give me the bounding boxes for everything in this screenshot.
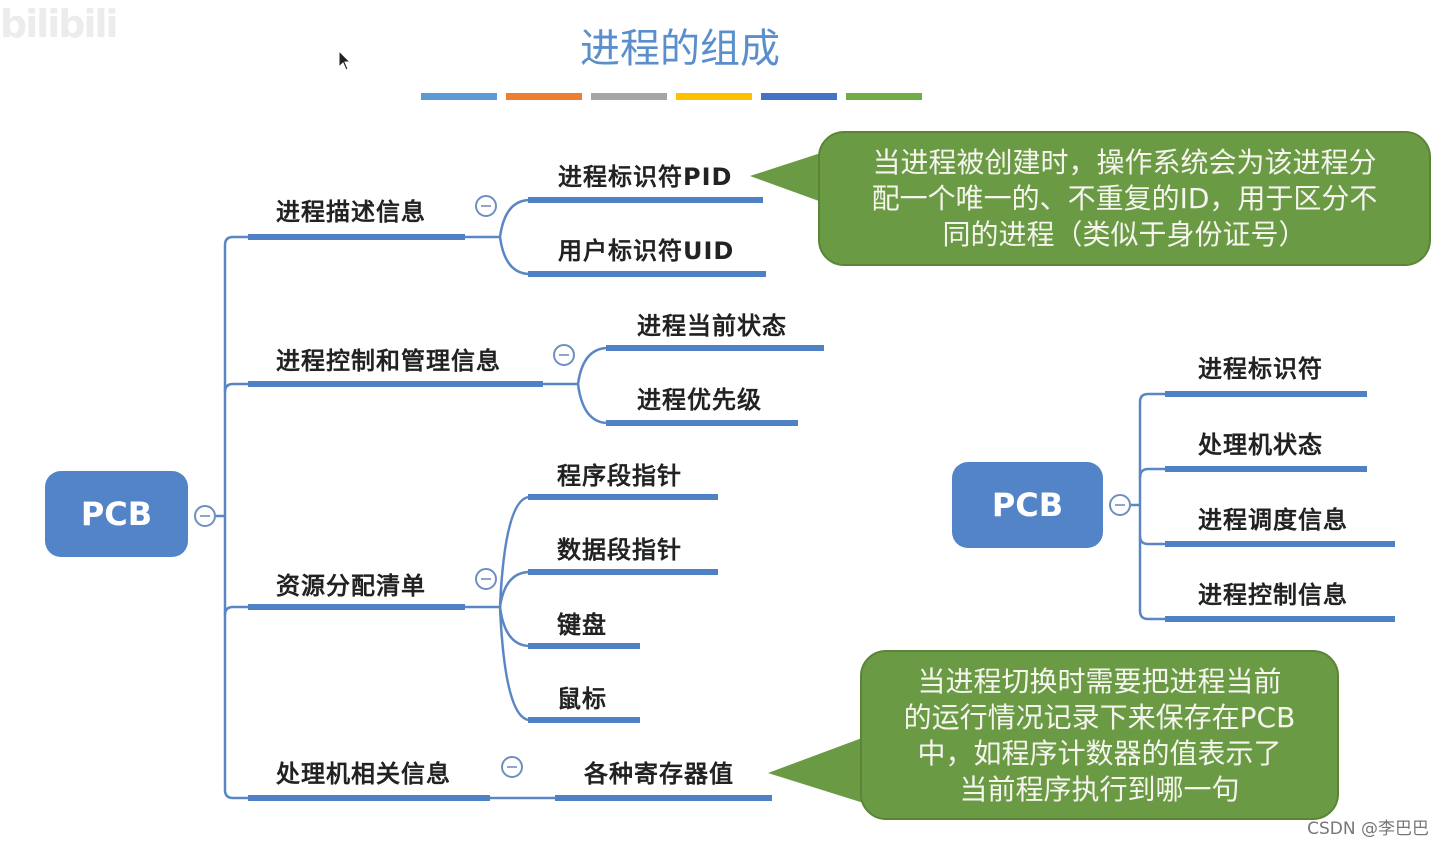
branch-label[interactable]: 处理机相关信息 [276, 760, 451, 788]
leaf-underline [606, 420, 798, 426]
leaf-label[interactable]: 数据段指针 [557, 536, 682, 564]
branch-underline [248, 795, 490, 801]
branch-underline [248, 604, 465, 610]
callout-pointer [768, 735, 870, 805]
leaf-underline [528, 643, 640, 649]
leaf-underline [606, 345, 824, 351]
branch-label[interactable]: 进程控制和管理信息 [276, 347, 501, 375]
callout-line: 当进程被创建时，操作系统会为该进程分 [872, 146, 1377, 179]
divider-bar [421, 93, 497, 100]
leaf-label[interactable]: 处理机状态 [1198, 431, 1323, 459]
trunk-line [223, 235, 248, 246]
leaf-underline [528, 717, 640, 723]
leaf-underline [528, 494, 718, 500]
leaf-label[interactable]: 进程调度信息 [1198, 506, 1348, 534]
callout-pid: 当进程被创建时，操作系统会为该进程分 配一个唯一的、不重复的ID，用于区分不 同… [818, 131, 1431, 266]
right-trunk-line [1138, 536, 1165, 621]
callout-pointer [750, 150, 830, 205]
branch-label[interactable]: 资源分配清单 [276, 572, 426, 600]
trunk-line [223, 245, 248, 800]
branch-underline [248, 234, 465, 240]
branch-line [498, 570, 531, 608]
collapse-toggle[interactable] [553, 344, 575, 366]
leaf-underline [1165, 391, 1367, 397]
right-trunk-line [1138, 505, 1165, 546]
callout-line: 配一个唯一的、不重复的ID，用于区分不 [871, 182, 1378, 215]
leaf-label[interactable]: 进程标识符PID [558, 163, 733, 191]
branch-underline [248, 381, 543, 387]
branch-line [498, 236, 531, 276]
pcb-root-node-right[interactable]: PCB [952, 462, 1103, 548]
callout-line: 当前程序执行到哪一句 [959, 773, 1240, 806]
mouse-cursor-icon [338, 50, 352, 71]
collapse-toggle[interactable] [194, 505, 216, 527]
credit-text: CSDN @李巴巴 [1307, 819, 1429, 839]
page-title: 进程的组成 [580, 26, 780, 72]
branch-line [543, 346, 609, 386]
collapse-toggle[interactable] [501, 756, 523, 778]
branch-line [498, 606, 531, 648]
leaf-label[interactable]: 进程标识符 [1198, 355, 1323, 383]
leaf-underline [1165, 541, 1395, 547]
callout-line: 中，如程序计数器的值表示了 [917, 737, 1282, 770]
callout-line: 的运行情况记录下来保存在PCB [903, 701, 1296, 734]
collapse-toggle[interactable] [1109, 494, 1131, 516]
bilibili-watermark: bilibili [0, 2, 119, 46]
leaf-underline [1165, 616, 1395, 622]
divider-bar [676, 93, 752, 100]
leaf-label[interactable]: 程序段指针 [557, 462, 682, 490]
branch-line [465, 198, 531, 239]
right-trunk-line [1138, 392, 1165, 505]
leaf-underline [528, 197, 763, 203]
collapse-toggle[interactable] [475, 568, 497, 590]
callout-line: 当进程切换时需要把进程当前 [917, 665, 1282, 698]
branch-line [576, 383, 609, 425]
leaf-label[interactable]: 进程控制信息 [1198, 581, 1348, 609]
divider-bar [506, 93, 582, 100]
leaf-underline [528, 569, 718, 575]
leaf-label[interactable]: 用户标识符UID [558, 237, 735, 265]
leaf-underline [1165, 466, 1367, 472]
trunk-line [223, 382, 248, 393]
leaf-underline [555, 795, 772, 801]
callout-line: 同的进程（类似于身份证号） [942, 218, 1307, 251]
branch-label[interactable]: 进程描述信息 [276, 198, 426, 226]
leaf-label[interactable]: 键盘 [557, 611, 607, 639]
branch-line [498, 606, 531, 722]
right-trunk-line [1138, 467, 1165, 479]
divider-bar [761, 93, 837, 100]
pcb-root-node[interactable]: PCB [45, 471, 188, 557]
leaf-label[interactable]: 进程优先级 [637, 386, 762, 414]
divider-bar [846, 93, 922, 100]
collapse-toggle[interactable] [475, 195, 497, 217]
leaf-label[interactable]: 进程当前状态 [637, 312, 787, 340]
leaf-label[interactable]: 鼠标 [557, 685, 607, 713]
callout-registers: 当进程切换时需要把进程当前 的运行情况记录下来保存在PCB 中，如程序计数器的值… [860, 650, 1339, 820]
divider-bar [591, 93, 667, 100]
trunk-line [223, 605, 248, 616]
leaf-underline [528, 271, 766, 277]
leaf-label[interactable]: 各种寄存器值 [584, 760, 734, 788]
branch-line [465, 495, 531, 609]
